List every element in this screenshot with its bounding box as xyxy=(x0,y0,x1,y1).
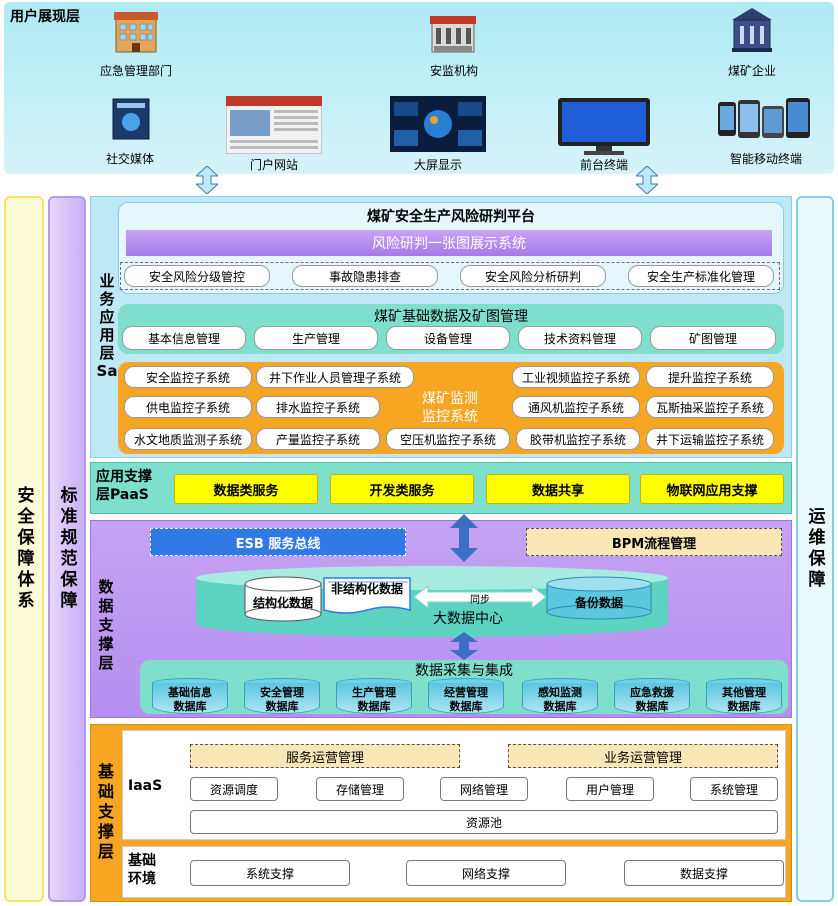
backup-data-db xyxy=(546,576,652,620)
basic-item: 矿图管理 xyxy=(650,326,776,350)
risk-map-banner: 风险研判一张图展示系统 xyxy=(126,230,772,256)
user-coal-enterprise: 煤矿企业 xyxy=(727,64,776,78)
database-cylinder: 感知监测数据库 xyxy=(522,678,598,714)
platform-items-row xyxy=(120,262,780,290)
monitor-subsystem: 提升监控子系统 xyxy=(646,366,774,388)
iaas-item: 用户管理 xyxy=(566,777,654,801)
user-big-screen: 大屏显示 xyxy=(413,158,462,172)
iaas-item: 存储管理 xyxy=(316,777,404,801)
env-label: 基础 环境 xyxy=(128,853,156,887)
iaas-item: 系统管理 xyxy=(690,777,778,801)
standards-column: 标准规范保障 xyxy=(48,196,86,902)
bpm-box: BPM流程管理 xyxy=(526,528,782,556)
basic-item: 生产管理 xyxy=(254,326,378,350)
paas-item: 物联网应用支撑 xyxy=(640,474,784,504)
building-icon xyxy=(110,4,162,54)
monitor-subsystem: 水文地质监测子系统 xyxy=(124,428,252,450)
database-cylinder: 其他管理数据库 xyxy=(706,678,782,714)
resource-pool: 资源池 xyxy=(190,810,778,834)
unstructured-data-label: 非结构化数据 xyxy=(330,582,403,596)
paas-item: 数据共享 xyxy=(486,474,630,504)
monitor-subsystem: 安全监控子系统 xyxy=(124,366,252,388)
monitor-subsystem: 工业视频监控子系统 xyxy=(512,366,640,388)
basic-item: 技术资料管理 xyxy=(518,326,642,350)
database-cylinder: 基础信息数据库 xyxy=(152,678,228,714)
monitor-subsystem: 排水监控子系统 xyxy=(256,396,380,418)
user-front-terminal: 前台终端 xyxy=(579,158,628,172)
backup-data-label: 备份数据 xyxy=(574,596,623,610)
monitor-subsystem: 产量监控子系统 xyxy=(256,428,380,450)
mobile-devices-icon xyxy=(718,98,810,142)
platform-item: 安全风险分级管控 xyxy=(124,265,270,287)
structured-data-db xyxy=(244,576,322,622)
bigdata-label: 大数据中心 xyxy=(433,611,503,627)
data-layer-label: 数据支撑层 xyxy=(98,578,114,672)
monitor-subsystem: 供电监控子系统 xyxy=(124,396,252,418)
structured-data-label: 结构化数据 xyxy=(252,596,313,610)
double-arrow-icon xyxy=(450,514,478,562)
basic-item: 基本信息管理 xyxy=(122,326,246,350)
esb-bus: ESB 服务总线 xyxy=(150,528,406,556)
paas-item: 数据类服务 xyxy=(174,474,318,504)
user-portal-website: 门户网站 xyxy=(249,158,298,172)
unstructured-data-doc xyxy=(322,576,412,618)
paas-layer-label: 应用支撑 层PaaS xyxy=(96,469,152,503)
enterprise-icon xyxy=(728,6,776,54)
business-ops-box: 业务运营管理 xyxy=(508,744,778,768)
basic-data-title: 煤矿基础数据及矿图管理 xyxy=(374,309,528,325)
portal-site-icon xyxy=(225,95,323,155)
monitor-subsystem: 井下作业人员管理子系统 xyxy=(256,366,414,388)
big-screen-icon xyxy=(390,96,486,152)
env-item: 网络支撑 xyxy=(406,860,566,886)
infra-layer-label: 基础支撑层 xyxy=(97,762,114,861)
sync-arrow-icon xyxy=(414,586,546,608)
iaas-item: 资源调度 xyxy=(190,777,278,801)
platform-item: 安全生产标准化管理 xyxy=(628,265,774,287)
sync-label: 同步 xyxy=(470,595,490,606)
platform-item: 事故隐患排查 xyxy=(292,265,438,287)
user-mobile-terminal: 智能移动终端 xyxy=(729,152,802,166)
service-ops-box: 服务运营管理 xyxy=(190,744,460,768)
user-emergency-dept: 应急管理部门 xyxy=(99,64,172,78)
platform-item: 安全风险分析研判 xyxy=(460,265,606,287)
database-cylinder: 应急救援数据库 xyxy=(614,678,690,714)
user-social-media: 社交媒体 xyxy=(105,152,154,166)
monitor-subsystem: 井下运输监控子系统 xyxy=(646,428,774,450)
social-media-icon xyxy=(112,98,150,140)
iaas-label: IaaS xyxy=(128,778,163,794)
agency-building-icon xyxy=(428,6,478,54)
data-collection-title: 数据采集与集成 xyxy=(415,663,513,679)
monitor-subsystem: 瓦斯抽采监控子系统 xyxy=(646,396,774,418)
operations-column: 运维保障 xyxy=(796,196,834,902)
monitor-subsystem: 空压机监控子系统 xyxy=(386,428,510,450)
double-arrow-icon xyxy=(450,632,478,660)
basic-item: 设备管理 xyxy=(386,326,510,350)
business-layer-label: 业务应用层Sa xyxy=(96,272,118,380)
monitor-icon xyxy=(556,96,652,156)
platform-title: 煤矿安全生产风险研判平台 xyxy=(367,209,535,225)
security-system-column: 安全保障体系 xyxy=(4,196,44,902)
iaas-item: 网络管理 xyxy=(440,777,528,801)
double-arrow-icon xyxy=(196,166,218,194)
double-arrow-icon xyxy=(636,166,658,194)
env-item: 数据支撑 xyxy=(624,860,784,886)
database-cylinder: 经营管理数据库 xyxy=(428,678,504,714)
monitoring-title: 煤矿监测 监控系统 xyxy=(422,391,478,425)
database-cylinder: 安全管理数据库 xyxy=(244,678,320,714)
monitor-subsystem: 通风机监控子系统 xyxy=(512,396,640,418)
database-cylinder: 生产管理数据库 xyxy=(336,678,412,714)
env-item: 系统支撑 xyxy=(190,860,350,886)
monitor-subsystem: 胶带机监控子系统 xyxy=(516,428,640,450)
paas-item: 开发类服务 xyxy=(330,474,474,504)
user-safety-agency: 安监机构 xyxy=(429,64,478,78)
user-layer-title: 用户展现层 xyxy=(10,9,80,25)
